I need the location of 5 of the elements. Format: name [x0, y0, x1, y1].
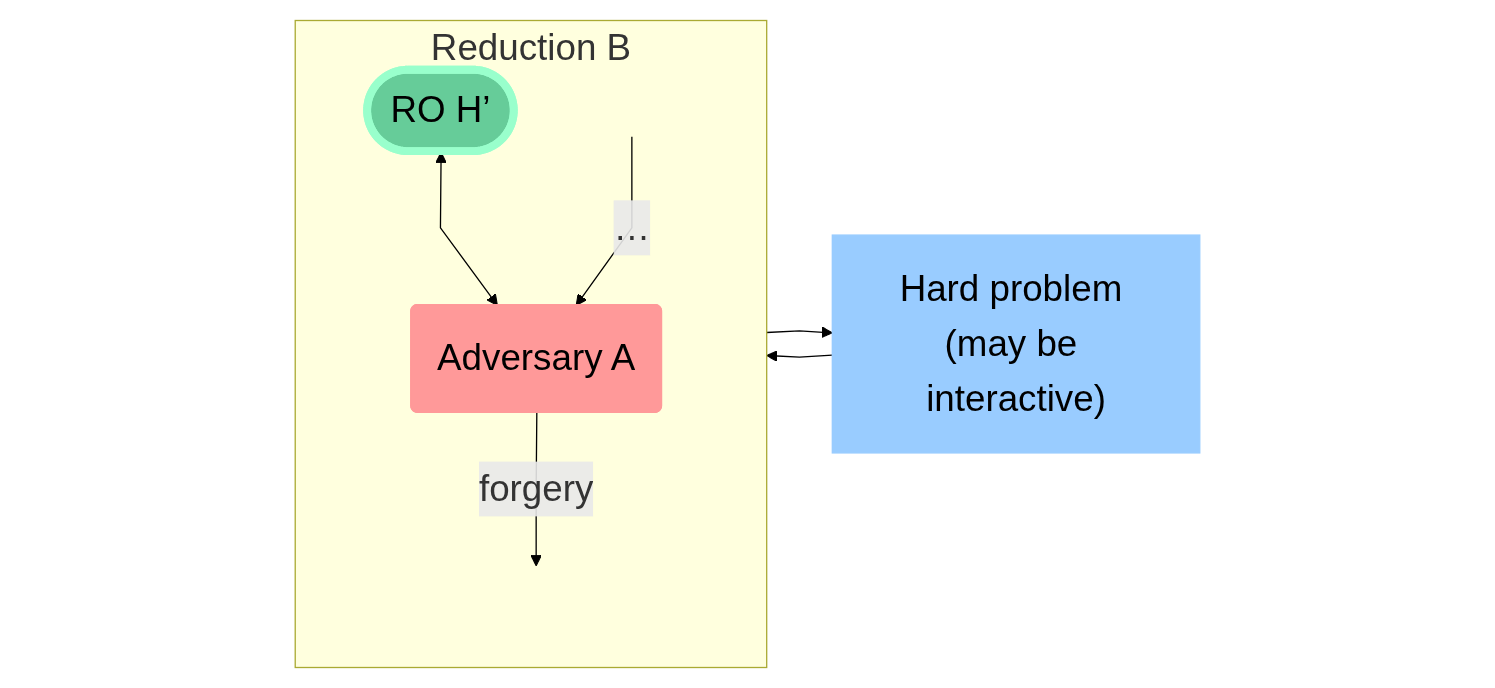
edge-label: …	[613, 206, 651, 248]
edge-label: forgery	[478, 468, 594, 509]
node-box: Hard problem (may be interactive)	[831, 234, 1201, 454]
arrow	[766, 350, 833, 362]
arrow	[766, 326, 833, 338]
